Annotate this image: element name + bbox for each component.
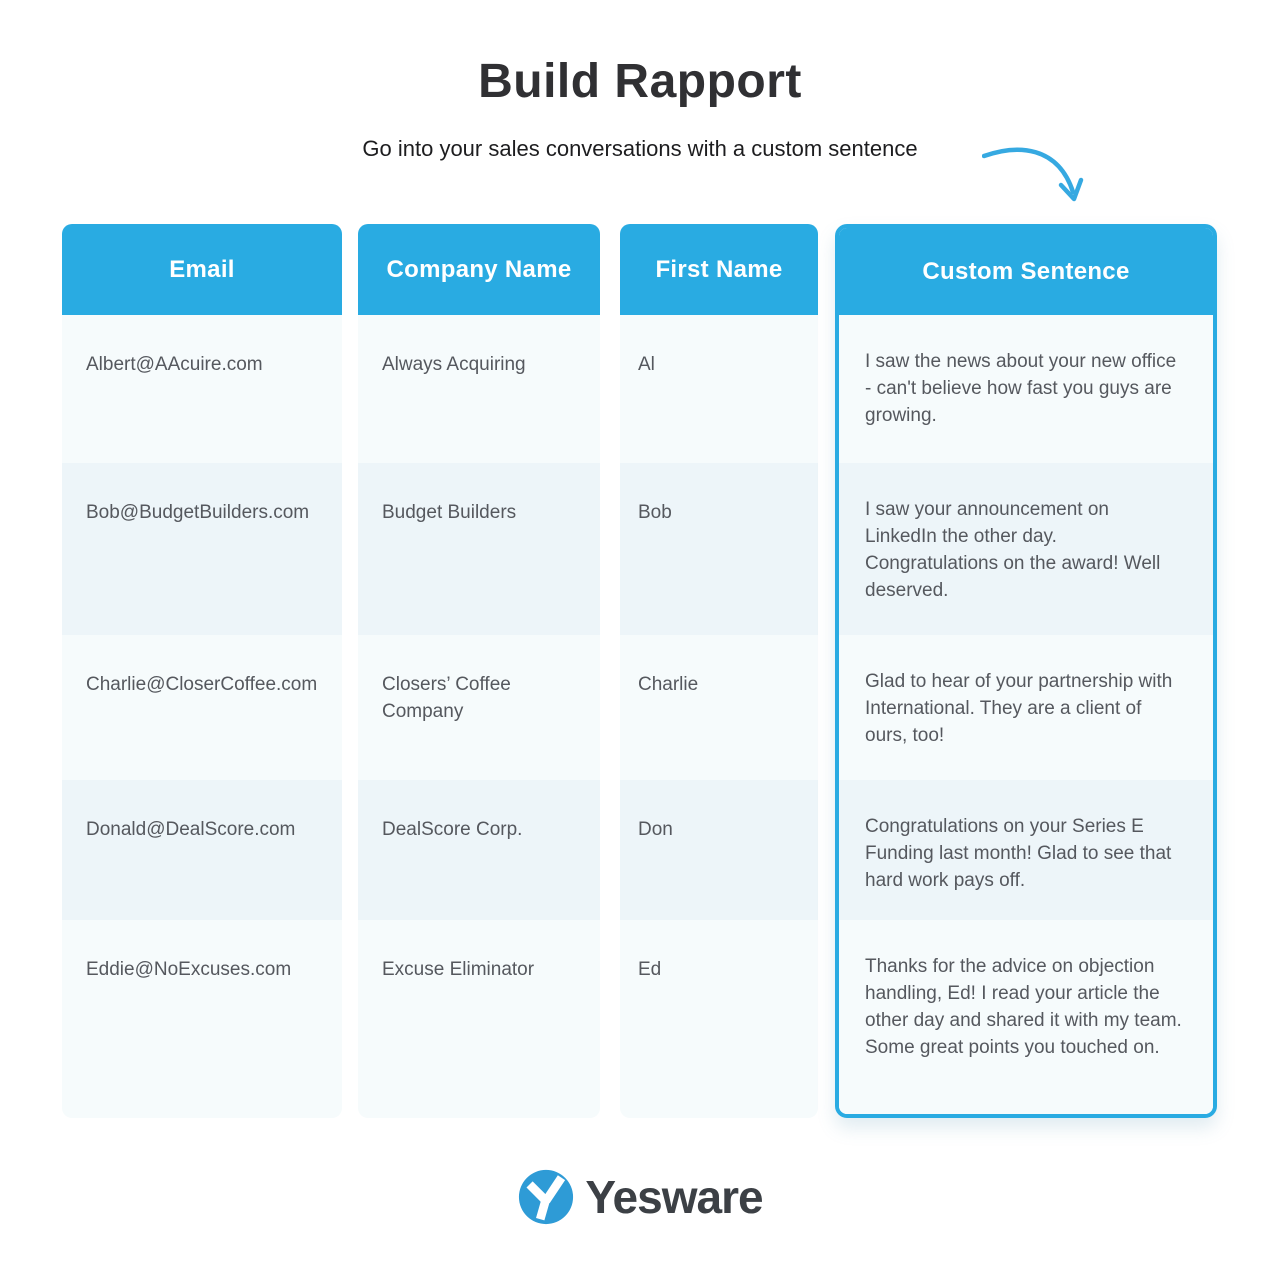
curved-arrow-icon (982, 147, 1084, 202)
cell-company-row2: Budget Builders (358, 463, 600, 635)
cell-first-name-row2: Bob (620, 463, 818, 635)
cell-custom-sentence-row5: Thanks for the advice on objection handl… (839, 920, 1213, 1114)
cell-email-row4: Donald@DealScore.com (62, 780, 342, 920)
cell-first-name-row4: Don (620, 780, 818, 920)
cell-custom-sentence-row4: Congratulations on your Series E Funding… (839, 780, 1213, 920)
column-first-name: First Name Al Bob Charlie Don Ed (620, 224, 818, 1118)
cell-email-row2: Bob@BudgetBuilders.com (62, 463, 342, 635)
column-email: Email Albert@AAcuire.com Bob@BudgetBuild… (62, 224, 342, 1118)
cell-company-row3: Closers’ Coffee Company (358, 635, 600, 780)
column-company-name: Company Name Always Acquiring Budget Bui… (358, 224, 600, 1118)
column-header-company-name: Company Name (358, 224, 600, 315)
column-custom-sentence: Custom Sentence I saw the news about you… (835, 224, 1217, 1118)
yesware-logo: Yesware (0, 1168, 1280, 1226)
rapport-table: Email Albert@AAcuire.com Bob@BudgetBuild… (62, 224, 1217, 1118)
page-subtitle: Go into your sales conversations with a … (362, 136, 918, 161)
cell-email-row3: Charlie@CloserCoffee.com (62, 635, 342, 780)
column-header-first-name: First Name (620, 224, 818, 315)
cell-first-name-row3: Charlie (620, 635, 818, 780)
cell-company-row4: DealScore Corp. (358, 780, 600, 920)
cell-custom-sentence-row3: Glad to hear of your partnership with In… (839, 635, 1213, 780)
cell-custom-sentence-row1: I saw the news about your new office - c… (839, 315, 1213, 463)
yesware-logo-icon (519, 1169, 574, 1225)
cell-company-row1: Always Acquiring (358, 315, 600, 463)
cell-email-row1: Albert@AAcuire.com (62, 315, 342, 463)
column-header-custom-sentence: Custom Sentence (839, 228, 1213, 315)
cell-first-name-row1: Al (620, 315, 818, 463)
cell-first-name-row5: Ed (620, 920, 818, 1118)
cell-custom-sentence-row2: I saw your announcement on LinkedIn the … (839, 463, 1213, 635)
yesware-logo-text: Yesware (585, 1171, 763, 1223)
cell-company-row5: Excuse Eliminator (358, 920, 600, 1118)
cell-email-row5: Eddie@NoExcuses.com (62, 920, 342, 1118)
column-header-email: Email (62, 224, 342, 315)
page-title: Build Rapport (478, 55, 802, 108)
